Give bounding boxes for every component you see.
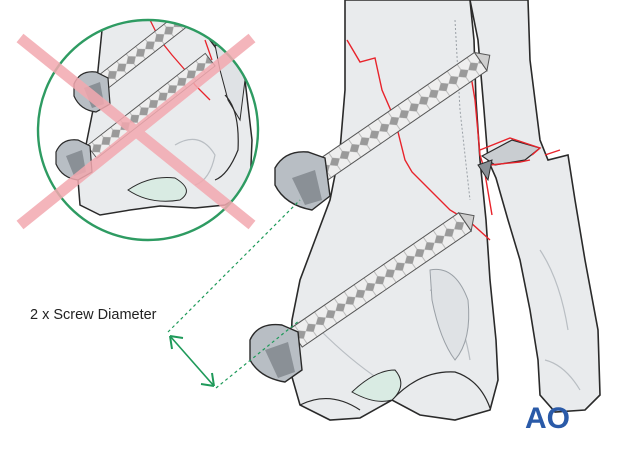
- inset-wrong-technique: [20, 0, 258, 240]
- dimension-label: 2 x Screw Diameter: [30, 307, 157, 323]
- ao-logo: AO: [525, 402, 570, 435]
- ao-logo-text: AO: [525, 402, 570, 435]
